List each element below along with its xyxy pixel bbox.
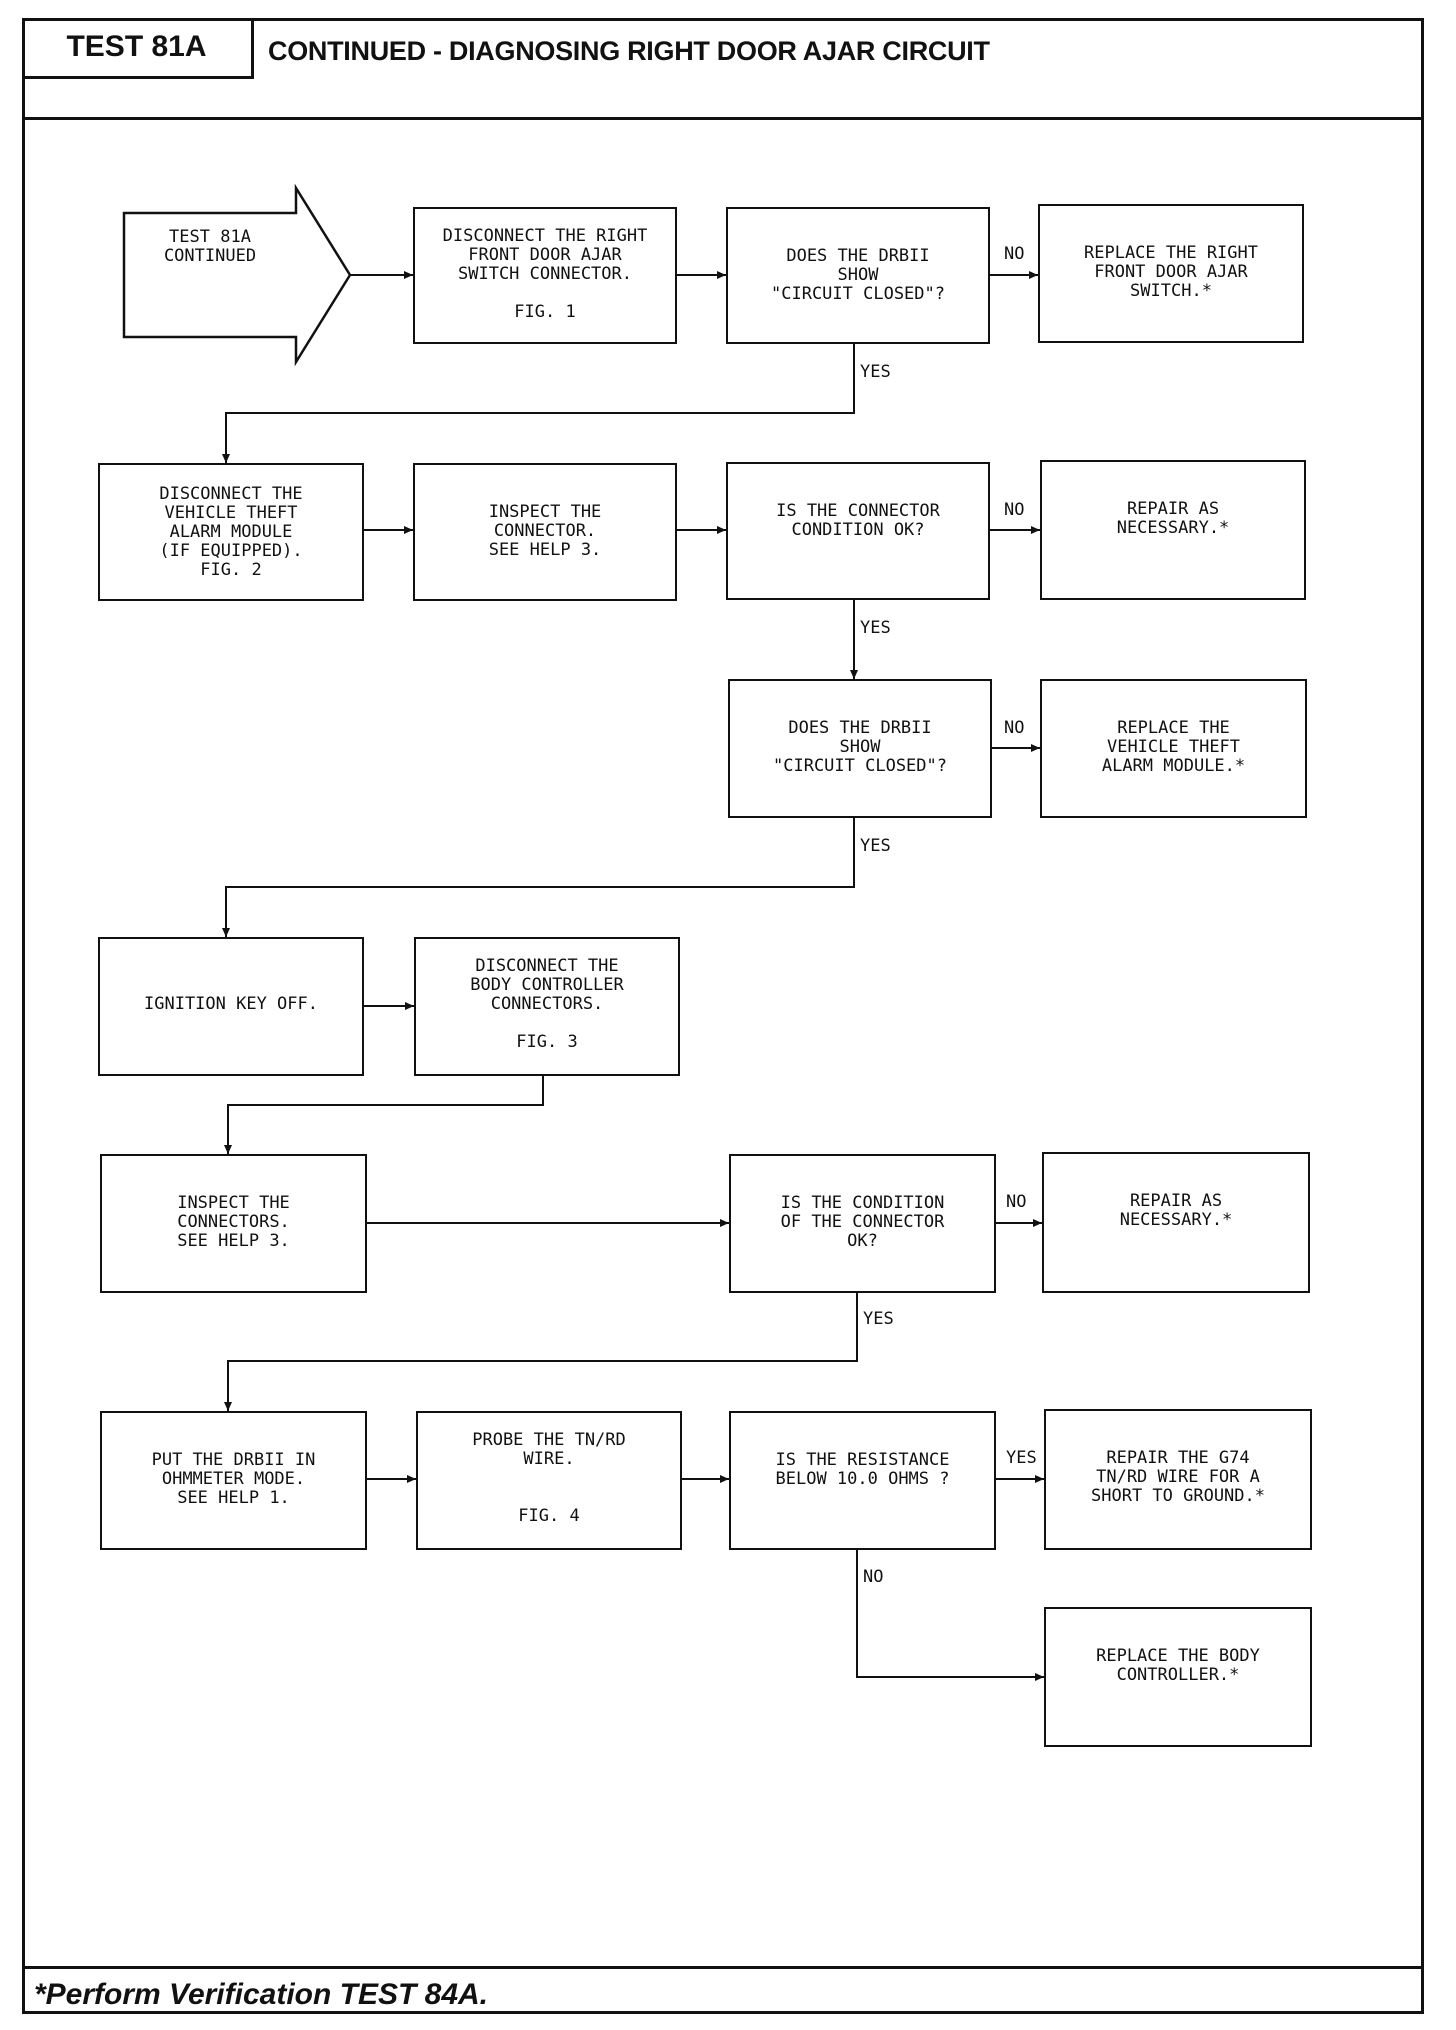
edge-decision5-no [856,1548,1044,1681]
replace-switch-step: REPLACE THE RIGHT FRONT DOOR AJAR SWITCH… [1038,204,1304,343]
disconnect-theft-alarm-step: DISCONNECT THE VEHICLE THEFT ALARM MODUL… [98,463,364,601]
label-no-5: NO [863,1567,884,1587]
label-yes-4: YES [863,1309,894,1329]
repair-step-1: REPAIR AS NECESSARY.* [1040,460,1306,600]
label-yes-3: YES [860,836,891,856]
label-no-3: NO [1004,718,1025,738]
footer-divider [22,1966,1424,1969]
edge-decision1-yes [222,343,855,463]
condition-ok-decision: IS THE CONDITION OF THE CONNECTOR OK? [729,1154,996,1293]
disconnect-switch-step: DISCONNECT THE RIGHT FRONT DOOR AJAR SWI… [413,207,677,344]
ohmmeter-mode-step: PUT THE DRBII IN OHMMETER MODE. SEE HELP… [100,1411,367,1550]
label-no-2: NO [1004,500,1025,520]
start-terminal: TEST 81A CONTINUED [163,227,257,266]
drbii-circuit-closed-decision-2: DOES THE DRBII SHOW "CIRCUIT CLOSED"? [728,679,992,818]
edge-decision4-yes [224,1292,858,1411]
label-yes-2: YES [860,618,891,638]
inspect-connectors-step: INSPECT THE CONNECTORS. SEE HELP 3. [100,1154,367,1293]
edge-decision3-yes [222,817,855,937]
inspect-connector-step: INSPECT THE CONNECTOR. SEE HELP 3. [413,463,677,601]
repair-wire-step: REPAIR THE G74 TN/RD WIRE FOR A SHORT TO… [1044,1409,1312,1550]
footer-note: *Perform Verification TEST 84A. [34,1978,489,2011]
replace-theft-alarm-step: REPLACE THE VEHICLE THEFT ALARM MODULE.* [1040,679,1307,818]
page-title: CONTINUED - DIAGNOSING RIGHT DOOR AJAR C… [268,36,990,66]
repair-step-2: REPAIR AS NECESSARY.* [1042,1152,1310,1293]
disconnect-body-controller-step: DISCONNECT THE BODY CONTROLLER CONNECTOR… [414,937,680,1076]
start-arrow-shape [122,183,352,367]
probe-wire-step: PROBE THE TN/RD WIRE. FIG. 4 [416,1411,682,1550]
drbii-circuit-closed-decision-1: DOES THE DRBII SHOW "CIRCUIT CLOSED"? [726,207,990,344]
label-no-1: NO [1004,244,1025,264]
resistance-decision: IS THE RESISTANCE BELOW 10.0 OHMS ? [729,1411,996,1550]
header-divider [22,117,1424,120]
edge-bcm-to-inspect [224,1075,544,1154]
label-yes-5: YES [1006,1448,1037,1468]
page-frame [22,18,1424,2014]
ignition-off-step: IGNITION KEY OFF. [98,937,364,1076]
test-label: TEST 81A [22,18,254,79]
replace-body-controller-step: REPLACE THE BODY CONTROLLER.* [1044,1607,1312,1747]
connector-ok-decision: IS THE CONNECTOR CONDITION OK? [726,462,990,600]
label-no-4: NO [1006,1192,1027,1212]
label-yes-1: YES [860,362,891,382]
